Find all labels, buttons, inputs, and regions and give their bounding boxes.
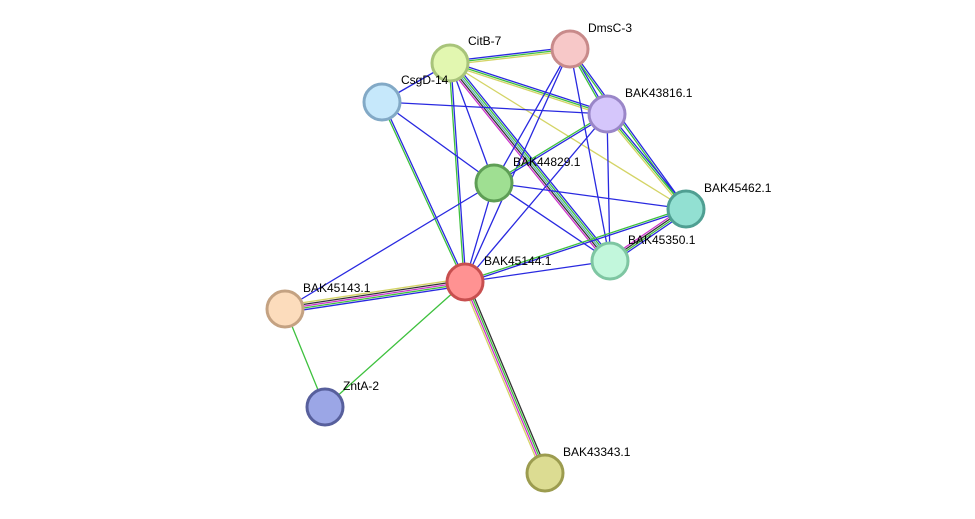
edge-line-yellow — [283, 277, 466, 307]
node-BAK45350.1[interactable]: BAK45350.1 — [590, 233, 696, 281]
edge-line-green — [324, 281, 466, 408]
edge-CitB-7-BAK44829.1 — [449, 62, 495, 184]
edge-BAK45350.1-BAK45144.1 — [464, 260, 611, 283]
edge-BAK44829.1-BAK45350.1 — [493, 182, 611, 262]
edge-BAK43816.1-BAK45350.1 — [606, 113, 611, 262]
edge-line-blue — [450, 62, 467, 283]
node-circle[interactable] — [525, 453, 565, 493]
node-label: BAK45462.1 — [704, 181, 772, 195]
node-circle[interactable] — [474, 163, 514, 203]
edge-line-green — [492, 112, 608, 183]
edge-line-blue — [607, 112, 689, 209]
node-label: BAK45143.1 — [303, 281, 371, 295]
node-circle[interactable] — [590, 241, 630, 281]
edge-line-blue — [464, 48, 571, 283]
edge-BAK43816.1-BAK44829.1 — [492, 112, 609, 185]
edge-line-yellow — [461, 282, 544, 475]
node-circle[interactable] — [587, 94, 627, 134]
edge-DmsC-3-BAK45350.1 — [569, 48, 611, 262]
edge-DmsC-3-BAK44829.1 — [493, 48, 571, 184]
edge-line-magenta — [284, 281, 466, 310]
node-circle[interactable] — [265, 289, 305, 329]
edge-DmsC-3-BAK45144.1 — [464, 48, 571, 283]
edge-line-blue — [284, 284, 467, 314]
edge-BAK45144.1-ZntA-2 — [324, 281, 466, 408]
node-label: CsgD-14 — [401, 73, 449, 87]
edge-line-blue — [493, 182, 687, 210]
node-BAK43816.1[interactable]: BAK43816.1 — [587, 86, 693, 134]
node-label: ZntA-2 — [343, 379, 379, 393]
node-label: CitB-7 — [468, 34, 502, 48]
edge-line-blue — [449, 46, 571, 62]
node-BAK45143.1[interactable]: BAK45143.1 — [265, 281, 371, 329]
edge-BAK43816.1-BAK45462.1 — [604, 112, 689, 211]
edge-line-yellow — [448, 64, 608, 117]
edge-line-black — [284, 279, 466, 308]
edge-line-green — [465, 281, 547, 474]
edge-line-yellow — [604, 114, 686, 211]
edge-line-blue — [464, 260, 611, 283]
edge-BAK45144.1-BAK45143.1 — [283, 277, 467, 314]
edge-CitB-7-BAK45144.1 — [448, 62, 467, 283]
edge-line-yellow — [449, 50, 571, 66]
edge-line-green — [448, 62, 465, 283]
node-ZntA-2[interactable]: ZntA-2 — [305, 379, 379, 427]
edge-line-blue — [493, 48, 571, 184]
nodes-layer: CitB-7 DmsC-3CsgD-14BAK43816.1BAK44829.1B… — [265, 21, 772, 493]
edge-line-green — [284, 283, 466, 312]
edge-line-green — [568, 48, 686, 211]
edge-CsgD-14-BAK44829.1 — [381, 101, 495, 184]
edge-line-blue — [493, 114, 609, 185]
node-label: DmsC-3 — [588, 21, 632, 35]
node-label: BAK44829.1 — [513, 155, 581, 169]
node-CitB-7[interactable]: CitB-7 — [430, 34, 502, 83]
edge-line-blue — [606, 113, 611, 262]
node-CsgD-14[interactable]: CsgD-14 — [362, 73, 449, 122]
edge-line-blue — [569, 48, 611, 262]
node-DmsC-3[interactable]: DmsC-3 — [550, 21, 632, 69]
node-BAK45462.1[interactable]: BAK45462.1 — [666, 181, 772, 229]
edge-line-blue — [570, 47, 688, 210]
edge-BAK44829.1-BAK45462.1 — [493, 182, 687, 210]
edge-CsgD-14-BAK45144.1 — [380, 100, 467, 284]
edge-BAK44829.1-BAK45143.1 — [284, 182, 495, 310]
edge-line-blue — [493, 182, 611, 262]
node-label: BAK45350.1 — [628, 233, 696, 247]
node-label: BAK45144.1 — [484, 254, 552, 268]
edge-line-blue — [381, 101, 495, 184]
edge-line-green — [380, 101, 465, 284]
edge-CsgD-14-BAK43816.1 — [381, 101, 608, 115]
edge-line-magenta — [463, 281, 545, 474]
edge-line-green — [606, 113, 687, 210]
edge-BAK43816.1-BAK45144.1 — [464, 113, 608, 283]
node-circle[interactable] — [430, 43, 470, 83]
edge-line-black — [466, 280, 549, 473]
node-circle[interactable] — [445, 262, 485, 302]
node-BAK44829.1[interactable]: BAK44829.1 — [474, 155, 581, 203]
edge-line-blue — [464, 113, 608, 283]
node-label: BAK43816.1 — [625, 86, 693, 100]
node-BAK45144.1[interactable]: BAK45144.1 — [445, 254, 552, 302]
edge-line-blue — [284, 182, 495, 310]
edge-line-green — [449, 48, 571, 64]
node-circle[interactable] — [305, 387, 345, 427]
node-BAK43343.1[interactable]: BAK43343.1 — [525, 445, 631, 493]
node-circle[interactable] — [362, 82, 402, 122]
edge-line-blue — [464, 209, 687, 284]
node-circle[interactable] — [666, 189, 706, 229]
node-circle[interactable] — [550, 29, 590, 69]
edge-line-blue — [449, 62, 495, 184]
edge-line-green — [464, 207, 687, 282]
edge-BAK45462.1-BAK45144.1 — [464, 207, 687, 284]
node-label: BAK43343.1 — [563, 445, 631, 459]
edge-BAK45144.1-BAK43343.1 — [461, 280, 549, 475]
edge-CitB-7-DmsC-3 — [449, 46, 571, 66]
edge-line-blue — [449, 60, 609, 113]
edge-line-blue — [382, 100, 467, 283]
edge-line-blue — [381, 101, 608, 115]
